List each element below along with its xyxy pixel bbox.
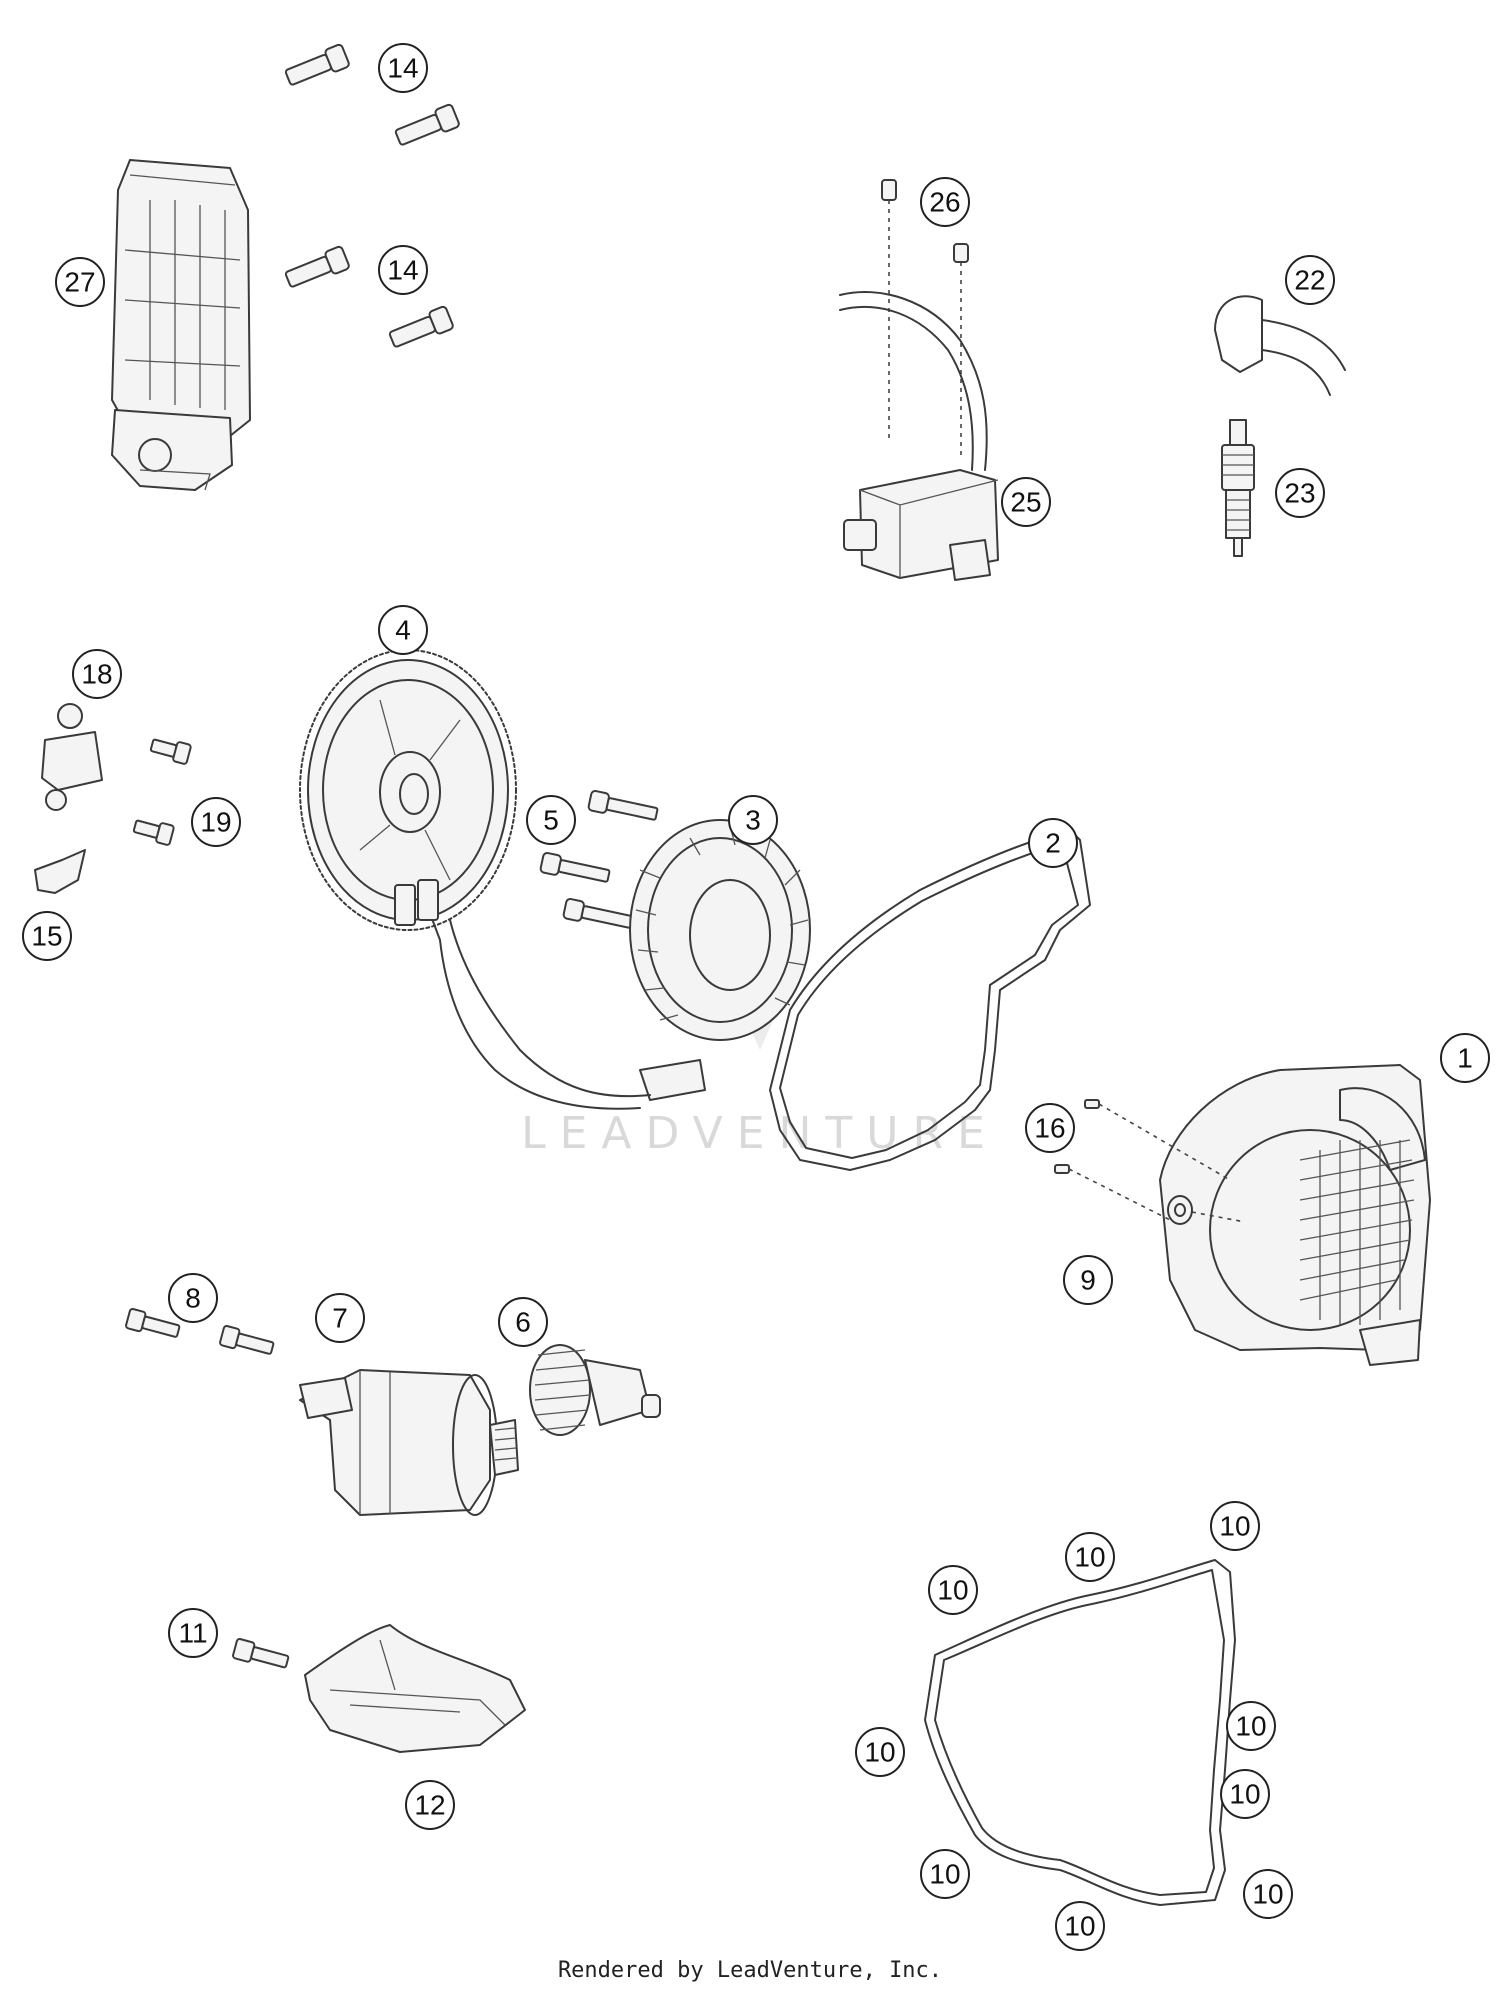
guard-12 [304, 1624, 526, 1753]
gasket-2 [769, 829, 1091, 1171]
svg-text:27: 27 [64, 267, 95, 298]
callout-10[interactable]: 10 [1226, 1701, 1276, 1751]
ignition-coil-25 [839, 291, 999, 581]
svg-text:10: 10 [1252, 1879, 1283, 1910]
callout-10[interactable]: 10 [1065, 1532, 1115, 1582]
screw-11 [232, 1638, 290, 1669]
ignition-cover-1 [1159, 1064, 1431, 1366]
svg-text:15: 15 [31, 921, 62, 952]
callouts: 14 14 27 26 22 25 23 4 18 19 15 5 3 2 1 … [22, 43, 1490, 1951]
svg-text:23: 23 [1284, 478, 1315, 509]
callout-27[interactable]: 27 [55, 257, 105, 307]
svg-text:18: 18 [81, 659, 112, 690]
spark-plug-23 [1221, 419, 1255, 557]
callout-19[interactable]: 19 [191, 797, 241, 847]
callout-23[interactable]: 23 [1275, 468, 1325, 518]
starter-gear-6 [529, 1344, 661, 1436]
callout-10[interactable]: 10 [1243, 1869, 1293, 1919]
starter-motor-7 [299, 1369, 519, 1516]
svg-text:10: 10 [929, 1859, 960, 1890]
svg-text:3: 3 [745, 805, 761, 836]
svg-text:16: 16 [1034, 1113, 1065, 1144]
callout-10[interactable]: 10 [1055, 1901, 1105, 1951]
svg-text:14: 14 [387, 255, 418, 286]
svg-text:6: 6 [515, 1307, 531, 1338]
svg-text:22: 22 [1294, 265, 1325, 296]
stator-3 [394, 819, 811, 1110]
svg-text:10: 10 [1064, 1911, 1095, 1942]
callout-26[interactable]: 26 [920, 177, 970, 227]
svg-text:9: 9 [1080, 1265, 1096, 1296]
callout-18[interactable]: 18 [72, 649, 122, 699]
svg-text:7: 7 [332, 1303, 348, 1334]
svg-text:12: 12 [414, 1790, 445, 1821]
coil-bolts-26 [881, 179, 969, 460]
callout-14[interactable]: 14 [378, 43, 428, 93]
callout-8[interactable]: 8 [168, 1273, 218, 1323]
svg-text:14: 14 [387, 53, 418, 84]
callout-9[interactable]: 9 [1063, 1255, 1113, 1305]
callout-11[interactable]: 11 [168, 1608, 218, 1658]
seal-9 [1167, 1195, 1246, 1225]
clip-15 [34, 849, 86, 894]
footer-credit: Rendered by LeadVenture, Inc. [557, 1958, 943, 1983]
svg-text:10: 10 [1235, 1711, 1266, 1742]
callout-2[interactable]: 2 [1028, 818, 1078, 868]
svg-text:1: 1 [1457, 1043, 1473, 1074]
svg-text:26: 26 [929, 187, 960, 218]
svg-text:5: 5 [543, 805, 559, 836]
spark-plug-cap-22 [1214, 295, 1346, 396]
callout-10[interactable]: 10 [928, 1565, 978, 1615]
screw-5-set [539, 789, 659, 929]
callout-22[interactable]: 22 [1285, 255, 1335, 305]
svg-text:10: 10 [1229, 1779, 1260, 1810]
pin-16-set [1054, 1099, 1231, 1226]
svg-text:10: 10 [864, 1737, 895, 1768]
callout-10[interactable]: 10 [1220, 1769, 1270, 1819]
svg-text:11: 11 [178, 1618, 207, 1649]
callout-10[interactable]: 10 [920, 1849, 970, 1899]
sensor-18 [41, 703, 103, 811]
callout-6[interactable]: 6 [498, 1297, 548, 1347]
svg-text:10: 10 [937, 1575, 968, 1606]
gasket-10 [924, 1559, 1236, 1906]
callout-14[interactable]: 14 [378, 245, 428, 295]
screw-8-set [125, 1308, 275, 1355]
callout-10[interactable]: 10 [1210, 1501, 1260, 1551]
callout-4[interactable]: 4 [378, 605, 428, 655]
callout-3[interactable]: 3 [728, 795, 778, 845]
screw-14-set [284, 43, 460, 348]
svg-text:10: 10 [1219, 1511, 1250, 1542]
svg-text:2: 2 [1045, 828, 1061, 859]
callout-12[interactable]: 12 [405, 1780, 455, 1830]
callout-10[interactable]: 10 [855, 1727, 905, 1777]
svg-text:19: 19 [200, 807, 231, 838]
callout-7[interactable]: 7 [315, 1293, 365, 1343]
svg-text:10: 10 [1074, 1542, 1105, 1573]
svg-text:4: 4 [395, 615, 411, 646]
callout-15[interactable]: 15 [22, 911, 72, 961]
watermark-text: LEADVENTURE [521, 1108, 999, 1159]
callout-1[interactable]: 1 [1440, 1033, 1490, 1083]
callout-5[interactable]: 5 [526, 795, 576, 845]
control-unit-27 [111, 159, 251, 491]
callout-16[interactable]: 16 [1025, 1103, 1075, 1153]
svg-text:8: 8 [185, 1283, 201, 1314]
callout-25[interactable]: 25 [1001, 477, 1051, 527]
screw-19-set [132, 738, 192, 846]
svg-text:25: 25 [1010, 487, 1041, 518]
